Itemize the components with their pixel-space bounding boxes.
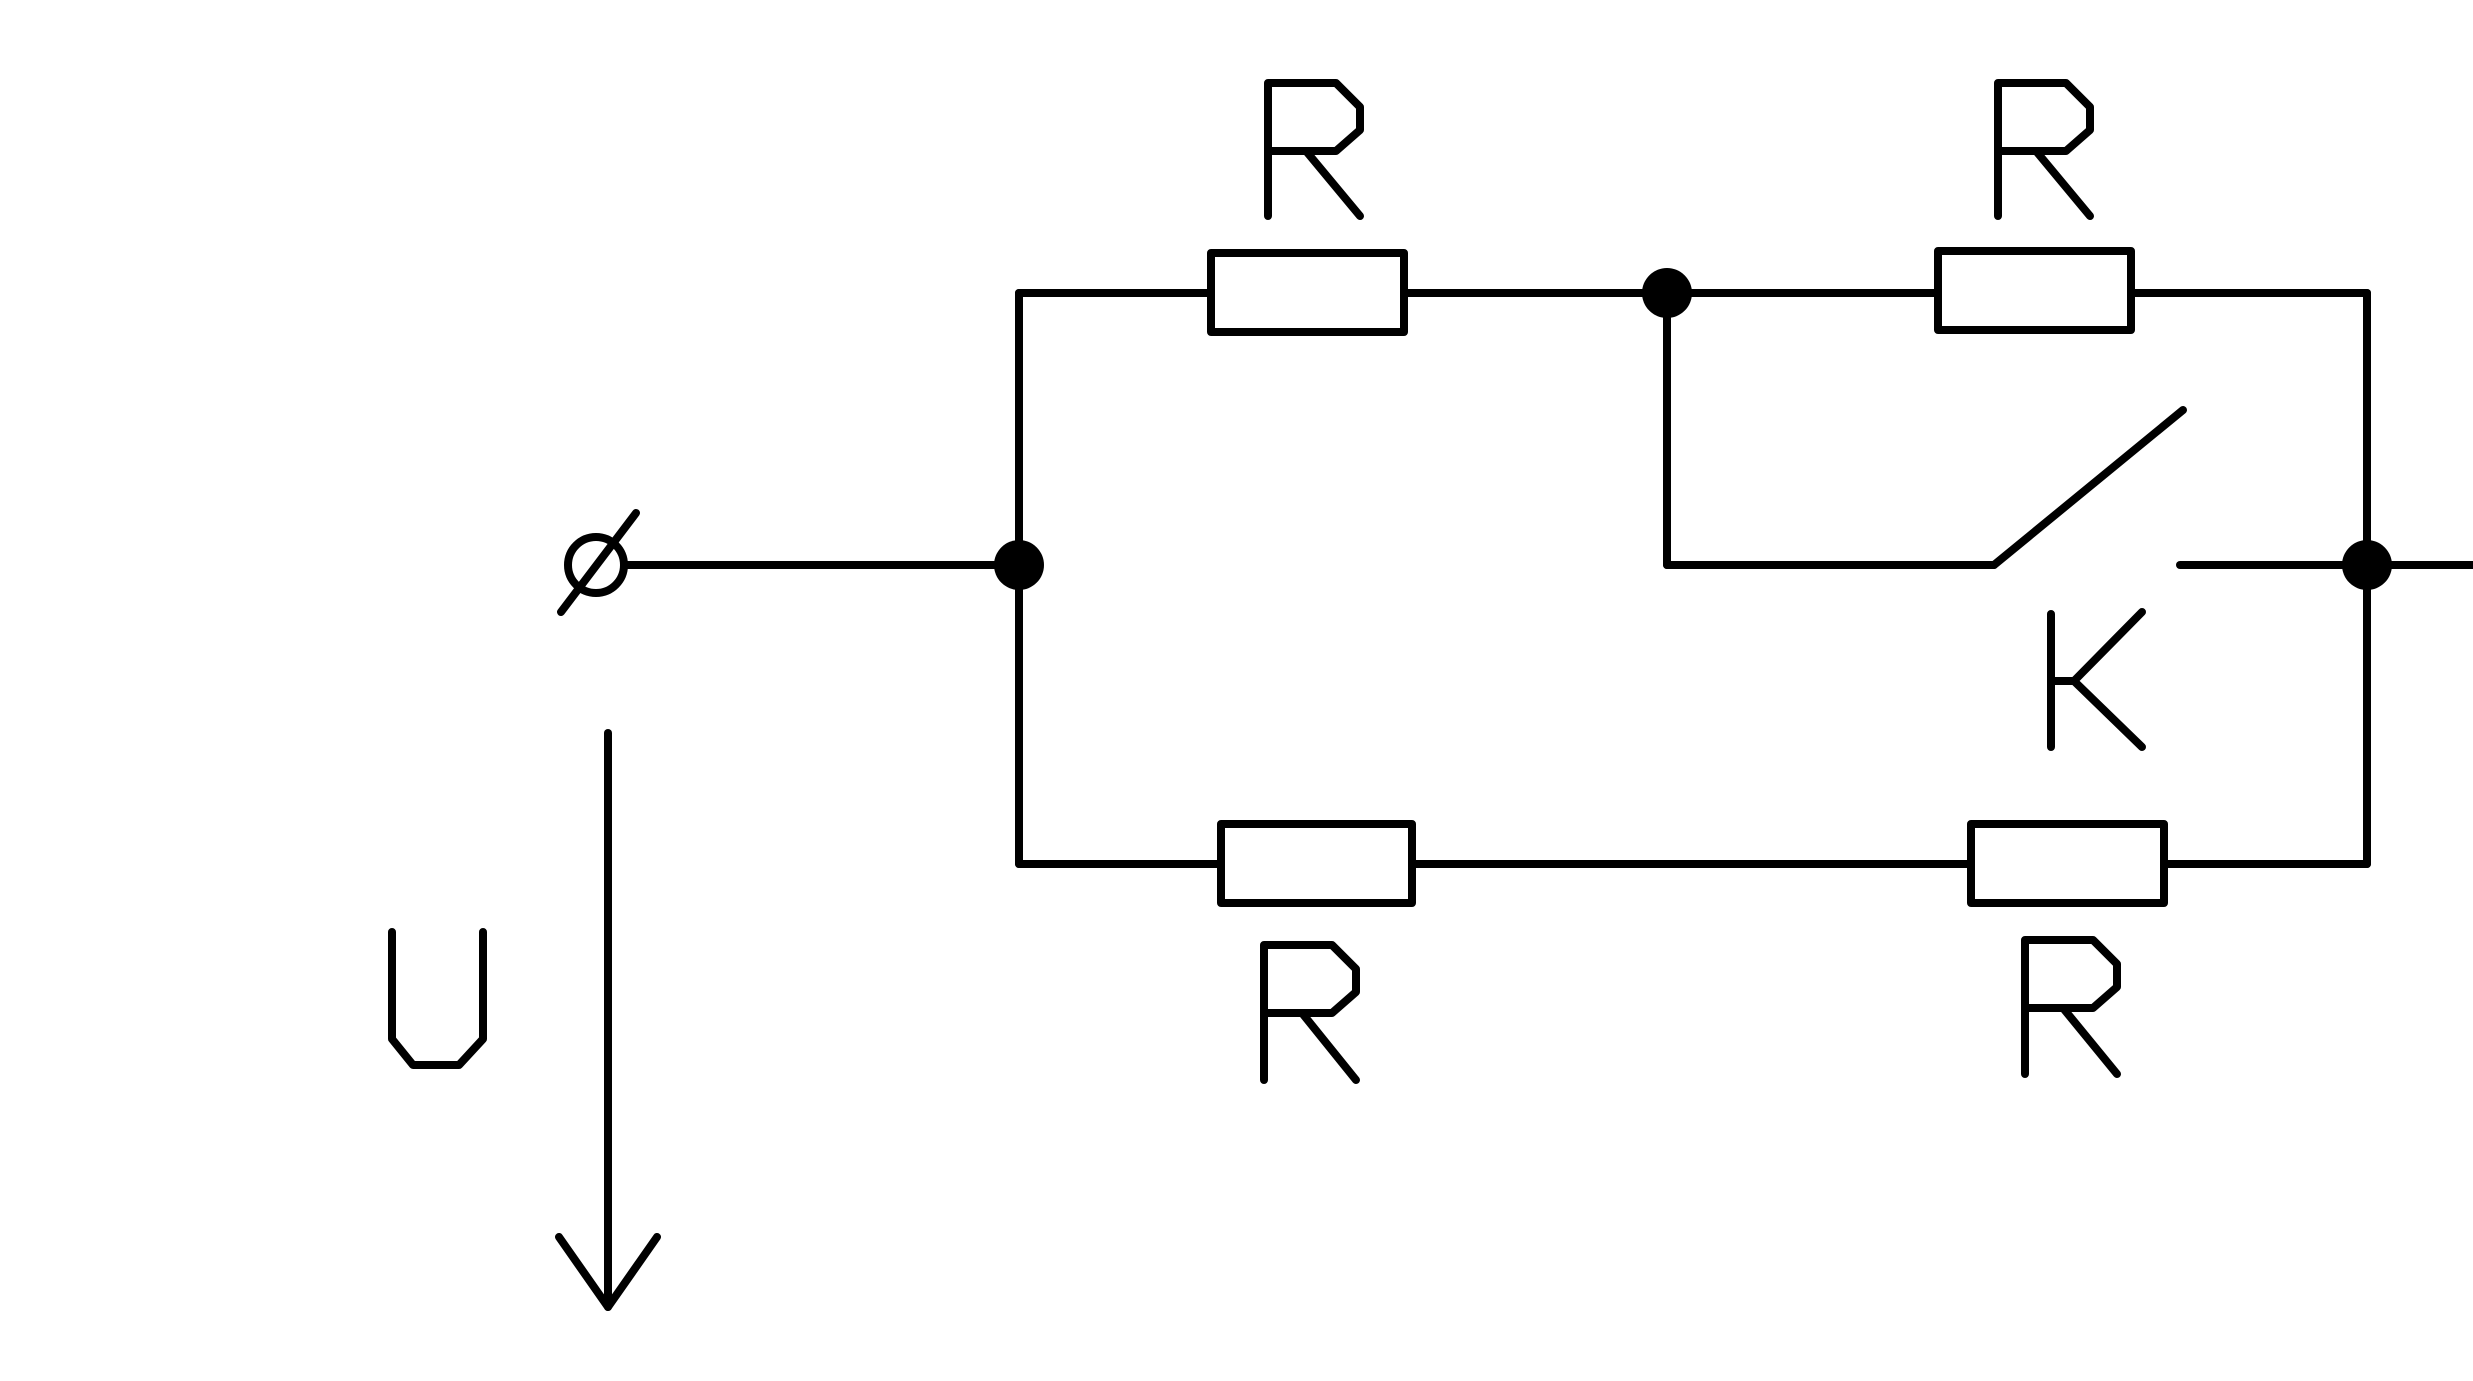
junction-top-middle [1642,268,1692,318]
junction-right [2342,540,2392,590]
junction-left [994,540,1044,590]
resistor-bottom-left [1217,820,1416,907]
resistor-top-right [1934,247,2135,334]
voltage-arrow [555,729,661,1311]
label-resistor-top-right: R [1994,79,2094,220]
svg-text:U: U [430,999,431,1001]
resistor-bottom-right [1967,820,2168,907]
resistor-top-left [1207,249,1408,336]
label-resistor-top-left: R [1264,79,1364,220]
label-resistor-bottom-right: R [2021,936,2121,1078]
label-voltage-u: U [388,928,487,1069]
svg-text:K: K [2090,679,2091,681]
switch-blade [1990,406,2187,569]
label-switch-k: K [2047,608,2146,751]
label-resistor-bottom-left: R [1260,941,1360,1084]
wiring [620,289,2473,868]
